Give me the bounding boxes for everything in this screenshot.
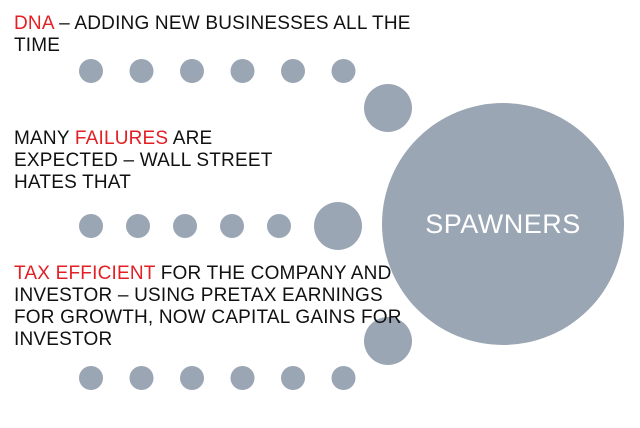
small-dot	[126, 214, 150, 238]
spawners-label: SPAWNERS	[425, 208, 581, 239]
dot-row-middle	[79, 202, 362, 250]
small-dot	[180, 59, 204, 83]
dot-row-top	[79, 59, 412, 132]
medium-dot	[364, 84, 412, 132]
small-dot	[331, 59, 356, 83]
dna-keyword: DNA	[14, 13, 54, 34]
tax-keyword: TAX EFFICIENT	[14, 263, 156, 284]
failures-statement-text: ARE EXPECTED – WALL STREET HATES THAT	[14, 128, 273, 193]
failures-statement: MANY FAILURES ARE EXPECTED – WALL STREET…	[14, 128, 314, 194]
small-dot	[281, 59, 305, 83]
small-dot	[79, 366, 103, 390]
failures-keyword: FAILURES	[74, 128, 169, 149]
small-dot	[79, 214, 103, 238]
small-dot	[173, 214, 197, 238]
tax-statement-text: FOR THE COMPANY AND INVESTOR – USING PRE…	[14, 263, 402, 350]
failures-lead-text: MANY	[14, 128, 75, 149]
small-dot	[267, 214, 291, 238]
small-dot	[230, 366, 255, 390]
small-dot	[230, 59, 255, 83]
small-dot	[331, 366, 356, 390]
small-dot	[180, 366, 204, 390]
small-dot	[79, 59, 103, 83]
spawners-circle	[382, 103, 624, 345]
small-dot	[129, 366, 154, 390]
medium-dot	[364, 317, 412, 365]
dna-statement-text: – ADDING NEW BUSINESSES ALL THE TIME	[14, 13, 411, 56]
tax-statement: TAX EFFICIENT FOR THE COMPANY AND INVEST…	[14, 263, 404, 351]
dna-statement: DNA – ADDING NEW BUSINESSES ALL THE TIME	[14, 13, 414, 57]
small-dot	[129, 59, 154, 83]
small-dot	[281, 366, 305, 390]
small-dot	[220, 214, 244, 238]
medium-dot	[314, 202, 362, 250]
dot-row-bottom	[79, 317, 412, 390]
